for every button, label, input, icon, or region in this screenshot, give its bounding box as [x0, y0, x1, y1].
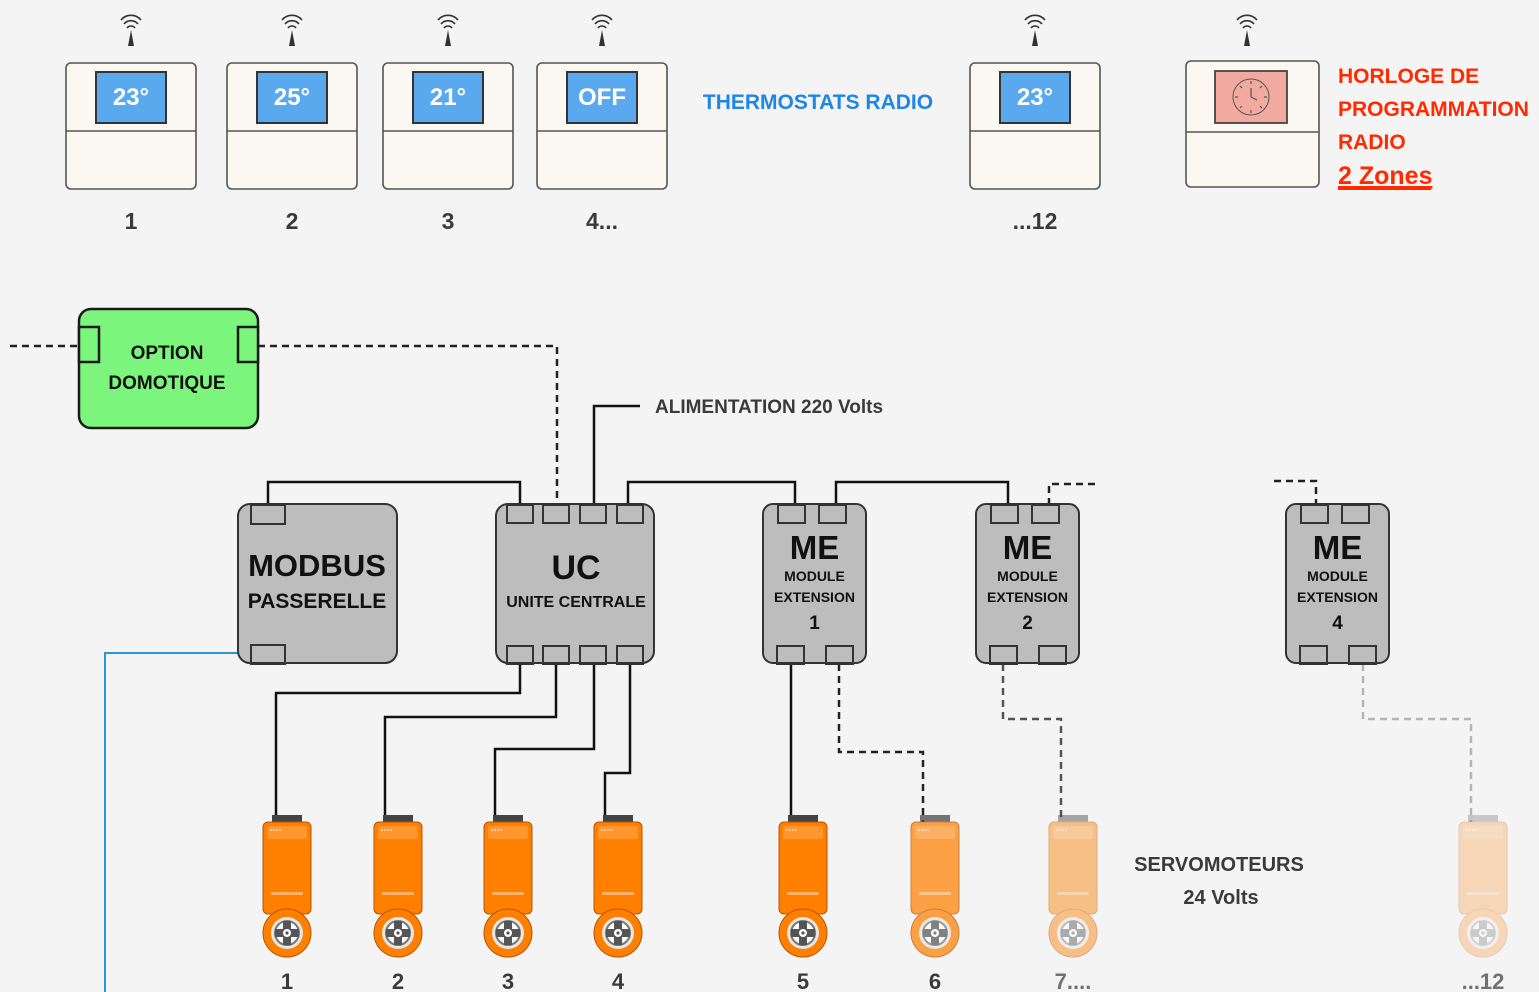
option-domotique[interactable]: OPTION DOMOTIQUE	[77, 307, 260, 430]
domotique-line2: DOMOTIQUE	[108, 373, 225, 394]
antenna-icon	[120, 14, 142, 47]
thermostat-label: 2	[286, 208, 299, 234]
dashed-wiring	[10, 344, 1473, 822]
servomoteur-7[interactable]	[1048, 814, 1098, 958]
antenna-icon	[1024, 14, 1046, 47]
servomotor-icon	[778, 814, 828, 958]
thermostat-display: OFF	[578, 84, 626, 111]
servomotor-icon	[373, 814, 423, 958]
thermostat-5[interactable]: 23°	[969, 14, 1101, 190]
thermostat-1[interactable]: 23°	[65, 14, 197, 190]
servomoteurs-line1: SERVOMOTEURS	[1134, 854, 1304, 876]
uc-title: UC	[551, 549, 600, 587]
horloge-zones: 2 Zones	[1338, 162, 1432, 190]
alimentation-label: ALIMENTATION 220 Volts	[655, 397, 883, 418]
unite-centrale[interactable]: UC UNITE CENTRALE	[495, 503, 655, 665]
thermostat-3[interactable]: 21°	[382, 14, 514, 190]
thermostat-label: 3	[442, 208, 455, 234]
modbus-title: MODBUS	[248, 548, 386, 583]
module-number: 4	[1332, 613, 1343, 634]
thermostat-display: 25°	[274, 84, 310, 111]
module-line2: EXTENSION	[987, 589, 1068, 605]
antenna-icon	[281, 14, 303, 47]
horloge-line2: PROGRAMMATION	[1338, 98, 1529, 121]
modbus-passerelle[interactable]: MODBUS PASSERELLE	[237, 503, 398, 665]
thermostat-label: 1	[125, 208, 138, 234]
servomotor-icon	[1458, 814, 1508, 958]
horloge-line3: RADIO	[1338, 131, 1406, 154]
servomoteur-2[interactable]	[373, 814, 423, 958]
module-line2: EXTENSION	[1297, 589, 1378, 605]
servomoteur-1[interactable]	[262, 814, 312, 958]
servo-label: 1	[281, 969, 293, 992]
horloge-line1: HORLOGE DE	[1338, 65, 1479, 88]
module-title: ME	[790, 529, 840, 566]
servomoteur-5[interactable]	[778, 814, 828, 958]
servomotor-icon	[1048, 814, 1098, 958]
module-extension-2[interactable]: ME MODULE EXTENSION 2	[975, 503, 1080, 665]
servo-label: 4	[612, 969, 625, 992]
servo-label: 5	[797, 969, 809, 992]
servo-label: 3	[502, 969, 514, 992]
antenna-icon	[591, 14, 613, 47]
modbus-subtitle: PASSERELLE	[248, 590, 386, 613]
servo-label: 7....	[1055, 969, 1092, 992]
horloge-programmation[interactable]	[1185, 14, 1320, 188]
servomoteur-8[interactable]	[1458, 814, 1508, 958]
servomotor-icon	[910, 814, 960, 958]
modbus-bus-line	[104, 652, 252, 992]
module-line1: MODULE	[997, 568, 1058, 584]
wiring	[266, 404, 1010, 822]
antenna-icon	[437, 14, 459, 47]
domotique-line1: OPTION	[131, 343, 204, 364]
module-line1: MODULE	[1307, 568, 1368, 584]
module-extension-4[interactable]: ME MODULE EXTENSION 4	[1285, 503, 1390, 665]
uc-subtitle: UNITE CENTRALE	[506, 594, 646, 611]
module-title: ME	[1003, 529, 1053, 566]
thermostat-label: 4...	[586, 208, 618, 234]
thermostat-label: ...12	[1013, 208, 1058, 234]
servo-label: 6	[929, 969, 941, 992]
thermostat-4[interactable]: OFF	[536, 14, 668, 190]
module-number: 1	[809, 613, 820, 634]
servomotor-icon	[593, 814, 643, 958]
thermostat-display: 23°	[1017, 84, 1053, 111]
clock-icon	[1232, 78, 1270, 116]
thermostats-title: THERMOSTATS RADIO	[703, 91, 933, 114]
module-line1: MODULE	[784, 568, 845, 584]
servomoteur-6[interactable]	[910, 814, 960, 958]
module-extension-1[interactable]: ME MODULE EXTENSION 1	[762, 503, 867, 665]
servomoteurs-line2: 24 Volts	[1183, 887, 1258, 909]
thermostat-display: 21°	[430, 84, 466, 111]
servomoteur-4[interactable]	[593, 814, 643, 958]
module-number: 2	[1022, 613, 1033, 634]
thermostat-display: 23°	[113, 84, 149, 111]
servomotor-icon	[483, 814, 533, 958]
servomoteur-3[interactable]	[483, 814, 533, 958]
servo-label: 2	[392, 969, 404, 992]
module-line2: EXTENSION	[774, 589, 855, 605]
thermostat-2[interactable]: 25°	[226, 14, 358, 190]
module-title: ME	[1313, 529, 1363, 566]
servo-label: ...12	[1462, 969, 1505, 992]
servomotor-icon	[262, 814, 312, 958]
